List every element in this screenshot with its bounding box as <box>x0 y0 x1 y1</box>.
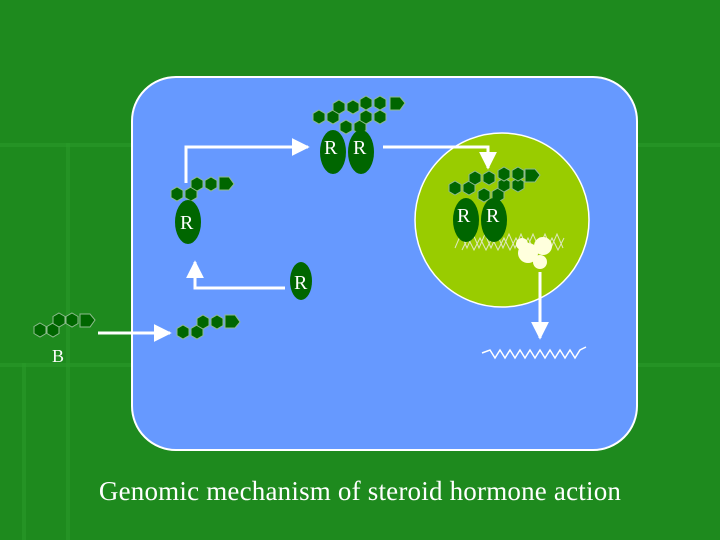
label-bound-receptor: R <box>180 212 194 234</box>
arrow-dimerize <box>184 138 310 183</box>
hormone-cytoplasm <box>176 314 241 340</box>
arrows <box>98 138 549 342</box>
label-dimer-nuc-left: R <box>457 205 471 227</box>
bound-receptor <box>170 176 235 244</box>
receptor-dimer-nucleus <box>448 166 541 242</box>
mrna-wave <box>481 346 587 360</box>
receptor-dimer-cytoplasm <box>312 95 406 174</box>
free-receptor <box>290 262 312 300</box>
label-dimer-cyto-left: R <box>324 137 338 159</box>
slide-caption: Genomic mechanism of steroid hormone act… <box>98 476 622 506</box>
hormone-outside <box>33 312 96 338</box>
arrow-to-nucleus <box>383 145 497 170</box>
label-dimer-nuc-right: R <box>486 205 500 227</box>
transcription-complex <box>516 237 552 269</box>
arrow-bind <box>186 260 285 290</box>
label-dimer-cyto-right: R <box>353 137 367 159</box>
label-free-receptor: R <box>294 272 308 294</box>
label-hormone-b: B <box>52 346 64 366</box>
